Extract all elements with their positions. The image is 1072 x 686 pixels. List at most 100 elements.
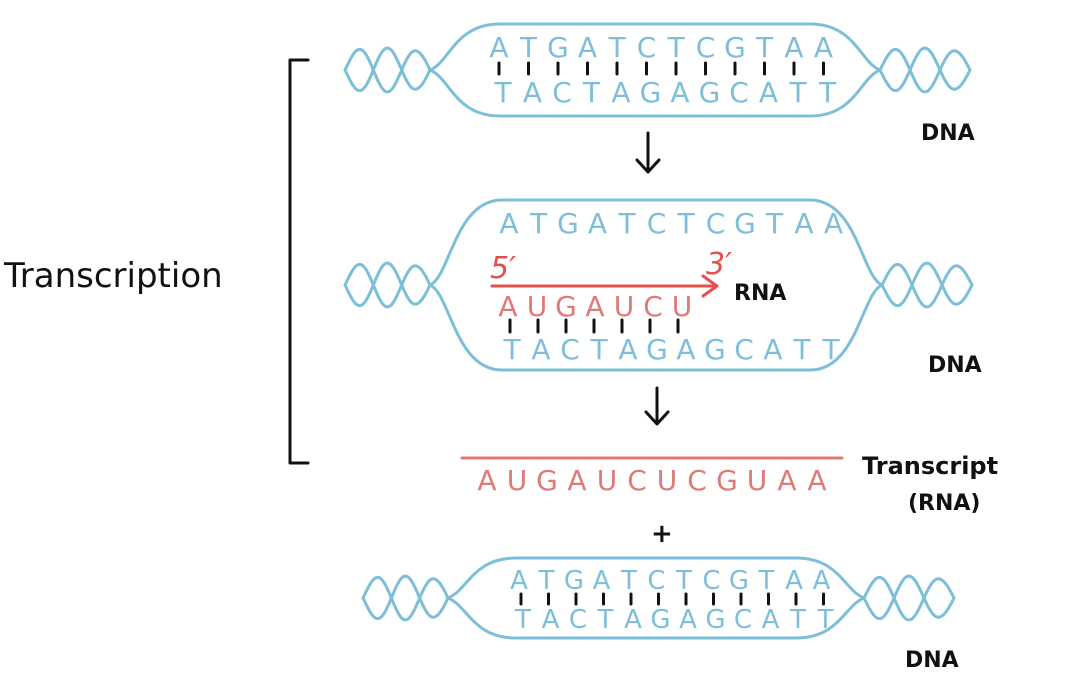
panel1-top-base-11: A: [814, 31, 833, 64]
panel3-top-base-3: A: [593, 566, 611, 596]
panel1-bottom-base-3: T: [582, 76, 601, 109]
panel2-rna-base-3: A: [585, 290, 604, 323]
panel3-top-base-0: A: [510, 566, 528, 596]
dna-helix-left-2: [343, 261, 432, 309]
panel1-top-base-8: G: [724, 31, 746, 64]
panel2-bottom-base-4: A: [618, 333, 637, 366]
panel2-top-base-9: T: [765, 207, 784, 240]
panel2-top-base-10: A: [794, 207, 813, 240]
panel2-rna-base-1: U: [527, 290, 548, 323]
panel2-bottom-base-2: C: [560, 333, 580, 366]
panel1-bottom-base-1: A: [523, 76, 542, 109]
down-arrow-2: [644, 386, 670, 426]
transcript-base-0: A: [477, 464, 496, 497]
panel3-bottom-base-7: G: [705, 605, 725, 635]
panel1-top-base-2: G: [547, 31, 569, 64]
transcript-base-7: C: [687, 464, 707, 497]
panel3-top-base-5: C: [647, 566, 665, 596]
panel2-top-base-8: G: [734, 207, 756, 240]
panel2-top-base-11: A: [824, 207, 843, 240]
transcript-base-5: C: [627, 464, 647, 497]
panel2-top-base-1: T: [529, 207, 548, 240]
transcript-rna-label: (RNA): [908, 491, 981, 516]
panel1-top-base-3: A: [578, 31, 597, 64]
panel1-bottom-base-10: T: [788, 76, 807, 109]
panel2-bottom-base-5: G: [646, 333, 668, 366]
panel1-top-base-7: C: [696, 31, 716, 64]
panel2-bottom-base-8: C: [734, 333, 754, 366]
panel3-top-base-6: T: [675, 566, 692, 596]
panel2-rna-base-2: G: [555, 290, 577, 323]
transcript-label: Transcript: [862, 452, 998, 480]
dna-label-2: DNA: [928, 353, 982, 378]
panel3-top-base-10: A: [785, 566, 803, 596]
panel3-bottom-base-0: T: [514, 605, 531, 635]
panel1-top-base-10: A: [784, 31, 803, 64]
transcript-base-2: G: [536, 464, 558, 497]
panel3-bottom-base-2: C: [569, 605, 587, 635]
panel3-bottom-base-9: A: [762, 605, 780, 635]
transcript-base-11: A: [807, 464, 826, 497]
panel1-top-base-9: T: [755, 31, 774, 64]
panel2-rna-base-5: C: [643, 290, 663, 323]
dna-helix-right-2: [880, 261, 974, 309]
panel1-bottom-base-11: T: [818, 76, 837, 109]
panel2-bottom-base-11: T: [821, 333, 840, 366]
panel2-bottom-base-0: T: [502, 333, 521, 366]
transcript-base-4: U: [597, 464, 618, 497]
panel3-bottom-base-11: T: [817, 605, 834, 635]
panel2-rna-base-4: U: [614, 290, 635, 323]
panel1-bottom-base-8: C: [729, 76, 749, 109]
panel1-bottom-base-7: G: [699, 76, 721, 109]
transcript-base-8: G: [716, 464, 738, 497]
dna-helix-right-1: [878, 46, 972, 94]
panel3-bottom-base-8: C: [734, 605, 752, 635]
panel3-top-base-7: C: [702, 566, 720, 596]
panel2-rna-base-0: A: [498, 290, 517, 323]
dna-helix-left-3: [361, 574, 450, 622]
panel1-bottom-base-6: A: [670, 76, 689, 109]
panel2-top-base-0: A: [499, 207, 518, 240]
down-arrow-1: [635, 131, 661, 174]
transcript-base-9: U: [747, 464, 768, 497]
panel2-top-base-2: G: [557, 207, 579, 240]
five-prime-label: 5′: [490, 251, 516, 286]
panel2-rna-base-6: U: [672, 290, 693, 323]
dna-label-3: DNA: [905, 648, 959, 673]
panel2-bottom-base-6: A: [676, 333, 695, 366]
transcript-base-3: A: [567, 464, 586, 497]
panel1-bottom-base-4: A: [611, 76, 630, 109]
panel3-bottom-base-10: T: [789, 605, 806, 635]
panel3-top-base-8: G: [729, 566, 749, 596]
dna-label-1: DNA: [921, 121, 975, 146]
rna-label: RNA: [734, 281, 786, 306]
transcript-base-6: U: [657, 464, 678, 497]
panel2-bottom-base-7: G: [704, 333, 726, 366]
plus-sign: +: [651, 519, 673, 549]
panel1-top-base-4: T: [607, 31, 626, 64]
panel1-bottom-base-0: T: [493, 76, 512, 109]
panel2-top-base-3: A: [588, 207, 607, 240]
panel3-top-base-4: T: [620, 566, 637, 596]
panel2-top-base-4: T: [617, 207, 636, 240]
panel1-top-base-6: T: [666, 31, 685, 64]
panel3-top-base-1: T: [538, 566, 555, 596]
panel1-bottom-base-9: A: [759, 76, 778, 109]
dna-helix-right-3: [862, 574, 956, 622]
three-prime-label: 3′: [706, 247, 732, 282]
rna-direction-arrow: [490, 274, 719, 298]
panel1-top-base-5: C: [637, 31, 657, 64]
transcription-label: Transcription: [3, 256, 223, 296]
transcript-base-10: A: [777, 464, 796, 497]
panel1-top-base-0: A: [489, 31, 508, 64]
panel1-top-base-1: T: [519, 31, 538, 64]
panel3-bottom-base-5: G: [650, 605, 670, 635]
panel2-top-base-7: C: [706, 207, 726, 240]
panel2-bottom-base-9: A: [763, 333, 782, 366]
panel2-top-base-5: C: [647, 207, 667, 240]
panel1-bottom-base-2: C: [552, 76, 572, 109]
